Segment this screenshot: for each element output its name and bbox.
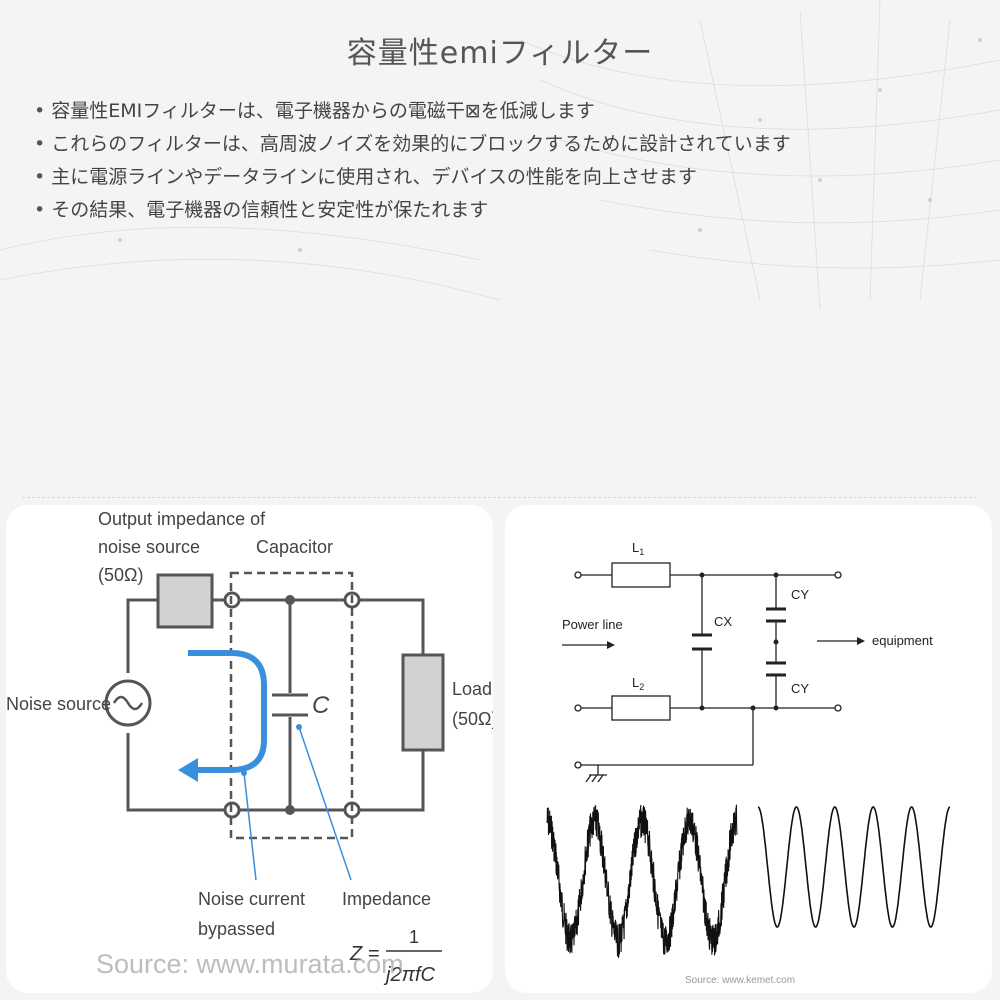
output-impedance-label-1: Output impedance of: [98, 509, 266, 529]
cy-top-label: CY: [791, 587, 809, 602]
bullet-list: 容量性EMIフィルターは、電子機器からの電磁干⊠を低減します これらのフィルター…: [34, 95, 791, 227]
cy-bottom-label: CY: [791, 681, 809, 696]
formula-lhs: Z =: [349, 943, 379, 965]
load-label-2: (50Ω): [452, 709, 493, 729]
leader-dot: [241, 770, 247, 776]
power-line-label: Power line: [562, 617, 623, 632]
leader-dot: [296, 724, 302, 730]
capacitor-symbol: [272, 693, 308, 717]
inductor-l1: [611, 562, 671, 588]
emi-filter-schematic-card: L1 L2 CX CY CY Power line equipment Sour…: [505, 505, 992, 993]
circuit-wires: [126, 598, 425, 812]
junction-dot: [285, 805, 295, 815]
arrowhead-icon: [178, 758, 198, 782]
page-title: 容量性emiフィルター: [346, 36, 654, 71]
separator: [22, 497, 977, 498]
formula-denominator: j2πfC: [383, 964, 436, 986]
load-label-1: Load: [452, 679, 492, 699]
bullet-item: 主に電源ラインやデータラインに使用され、デバイスの性能を向上させます: [34, 161, 791, 194]
capacitor-bypass-diagram-card: Output impedance of noise source (50Ω) C…: [6, 505, 493, 993]
ac-wave-icon: [112, 695, 144, 711]
output-impedance-resistor: [156, 573, 214, 629]
schematic-junctions: [699, 572, 779, 711]
schematic-terminals: [574, 571, 842, 769]
impedance-label: Impedance: [342, 889, 431, 909]
junction-dot: [285, 595, 295, 605]
capacitor-symbol-label: C: [312, 692, 330, 719]
noise-current-arrow: [188, 650, 267, 773]
emi-filter-schematic: L1 L2 CX CY CY Power line equipment Sour…: [546, 540, 951, 986]
noise-current-label-1: Noise current: [198, 889, 305, 909]
schematic-wires: [562, 574, 860, 783]
output-impedance-label-3: (50Ω): [98, 565, 143, 585]
noisy-waveform: [546, 804, 738, 958]
capacitor-label: Capacitor: [256, 537, 333, 557]
formula-numerator: 1: [409, 927, 419, 947]
bullet-item: これらのフィルターは、高周波ノイズを効果的にブロックするために設計されています: [34, 128, 790, 161]
power-line-arrowhead-icon: [607, 641, 615, 649]
bullet-item: 容量性EMIフィルターは、電子機器からの電磁干⊠を低減します: [34, 95, 791, 128]
capacitor-dashed-box: [229, 571, 354, 840]
l2-label: L2: [632, 675, 644, 692]
capacitor-bypass-diagram: Output impedance of noise source (50Ω) C…: [6, 509, 493, 986]
equipment-label: equipment: [872, 633, 933, 648]
bullet-item: その結果、電子機器の信頼性と安定性が保たれます: [34, 194, 791, 227]
cx-label: CX: [714, 614, 732, 629]
murata-source-watermark: Source: www.murata.com: [96, 949, 404, 979]
output-impedance-label-2: noise source: [98, 537, 200, 557]
noise-current-label-2: bypassed: [198, 919, 275, 939]
l1-label: L1: [632, 540, 644, 557]
leader-lines: [243, 726, 352, 881]
clean-waveform: [757, 806, 951, 928]
kemet-source-label: Source: www.kemet.com: [685, 975, 795, 986]
load-resistor: [401, 653, 445, 752]
noise-source-label: Noise source: [6, 694, 111, 714]
inductor-l2: [611, 695, 671, 721]
capacitor-plates: [692, 607, 786, 677]
equipment-arrowhead-icon: [857, 637, 865, 645]
